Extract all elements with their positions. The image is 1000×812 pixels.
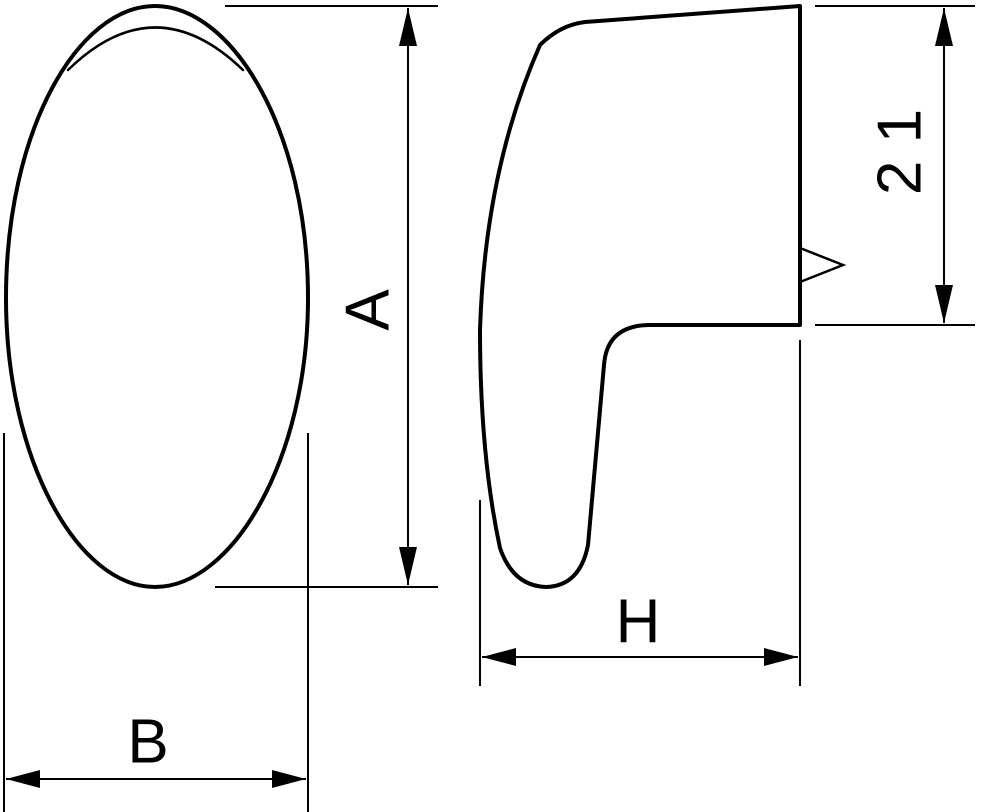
dimension-h-label: H: [616, 587, 661, 656]
alignment-triangle-mark: [798, 246, 847, 284]
dimension-h: H: [479, 340, 801, 686]
knob-top-highlight-arc: [66, 26, 245, 72]
dimension-21: 2 1: [815, 5, 975, 326]
dimension-b-label: B: [127, 707, 168, 776]
dimension-h-arrow-left: [482, 648, 516, 666]
dimension-b-arrow-right: [272, 770, 306, 788]
dimension-b-arrow-left: [6, 770, 40, 788]
dimension-a-label: A: [333, 289, 402, 331]
dimension-21-arrow-bottom: [935, 285, 953, 323]
dimension-a: A: [215, 5, 438, 588]
dimension-b: B: [3, 433, 309, 812]
front-view: [4, 4, 310, 589]
knob-side-outline: [478, 4, 802, 589]
knob-front-outline: [4, 4, 310, 589]
dimension-h-arrow-right: [764, 648, 798, 666]
dimension-21-label: 2 1: [865, 109, 934, 195]
dimension-a-arrow-top: [399, 8, 417, 46]
side-view: [478, 4, 847, 589]
dimension-a-arrow-bottom: [399, 547, 417, 585]
dimension-21-arrow-top: [935, 8, 953, 46]
